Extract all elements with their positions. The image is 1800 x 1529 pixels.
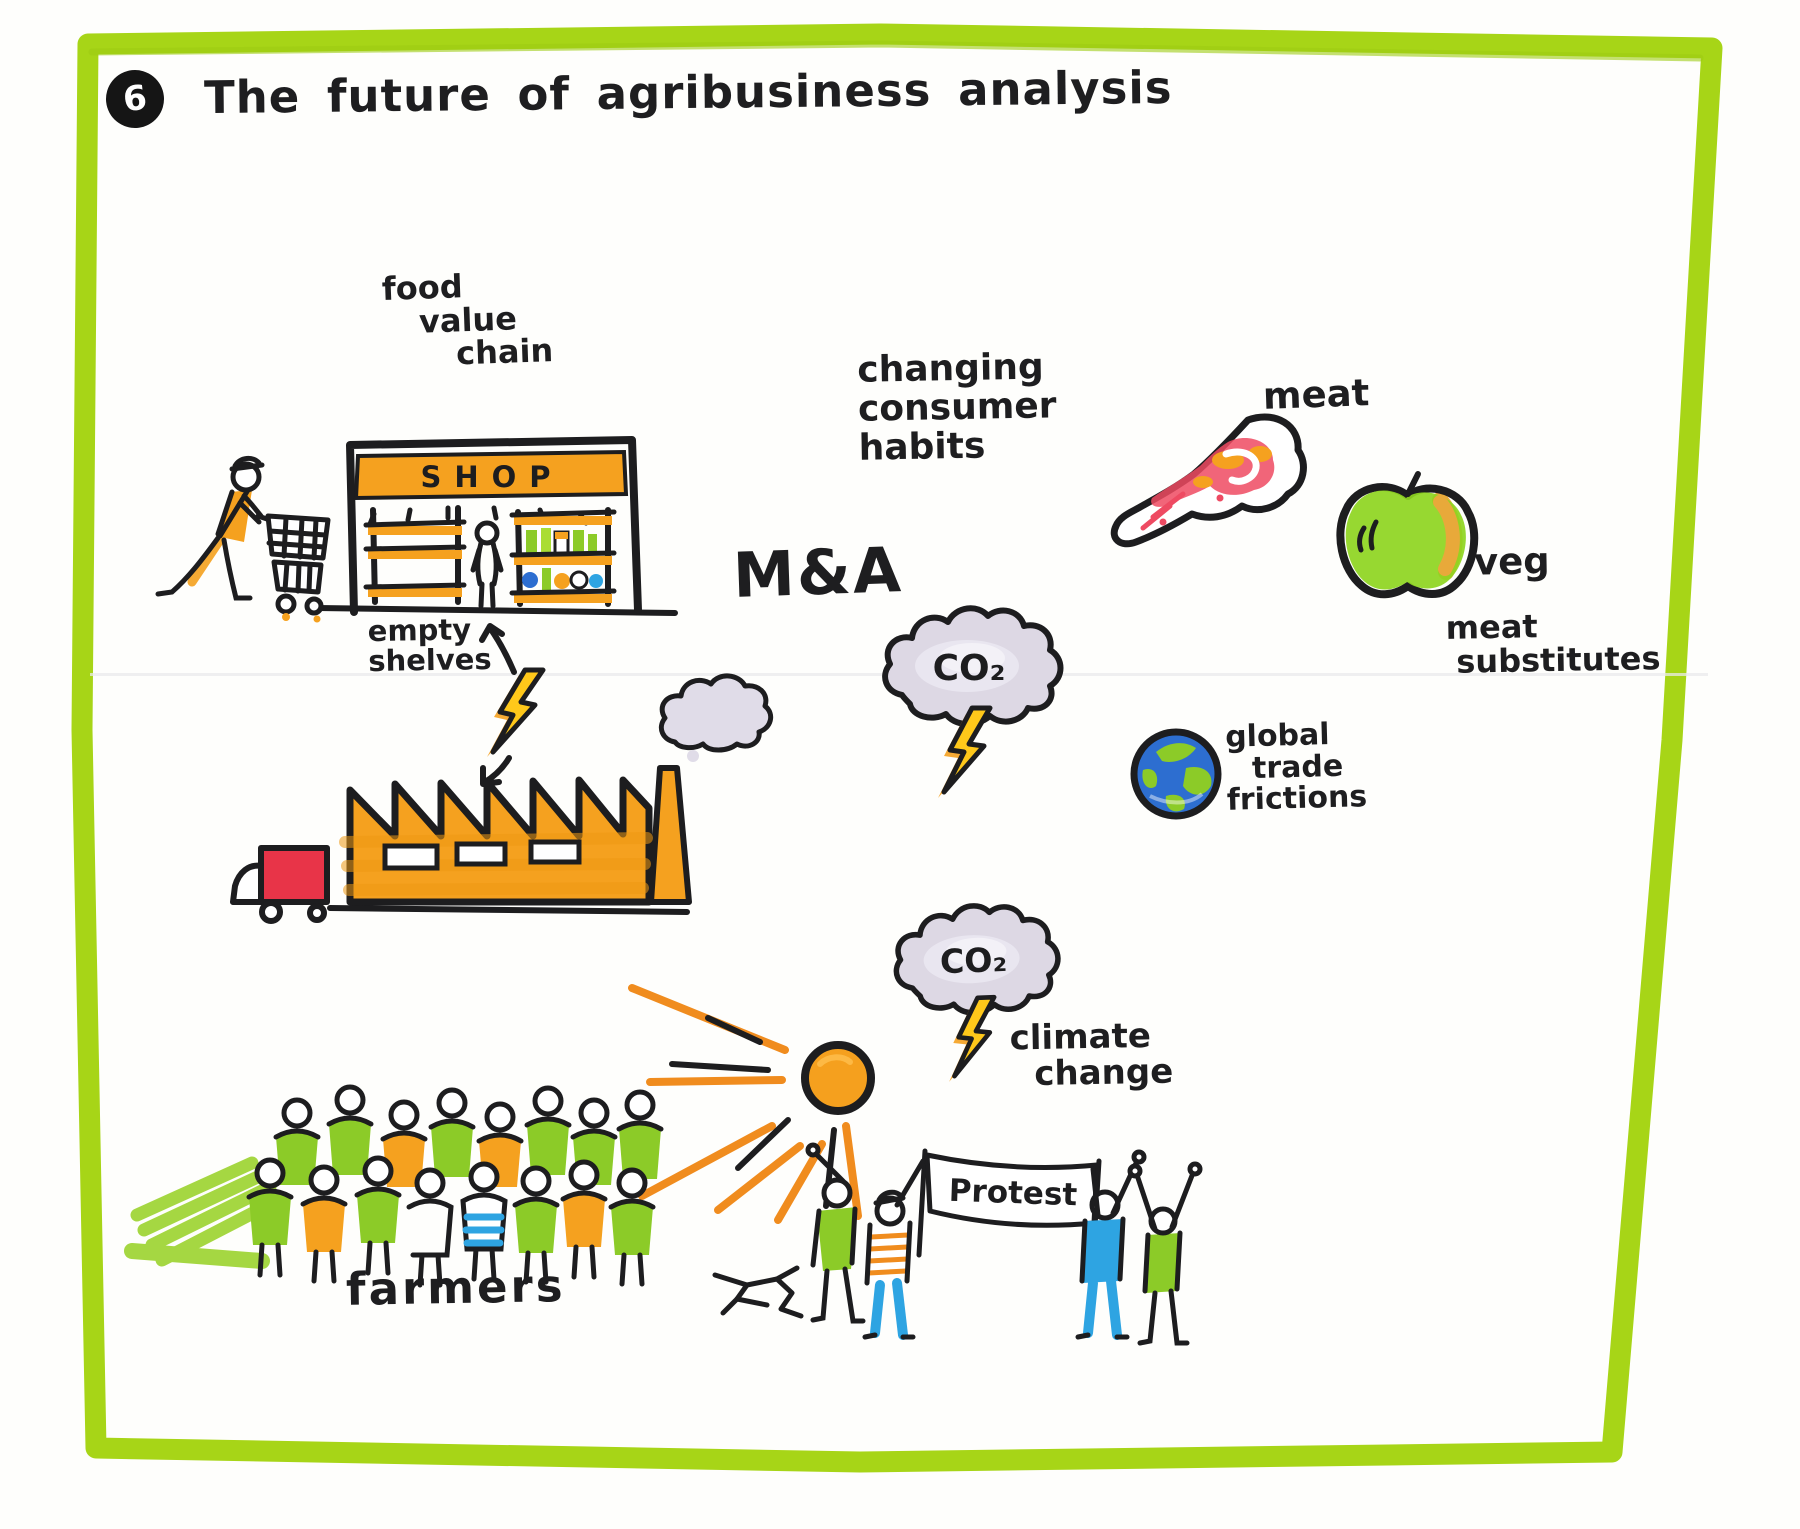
- farmer-figure: [380, 1099, 428, 1187]
- farmers-crowd-icon: [124, 1084, 664, 1288]
- sun-icon: [628, 984, 875, 1224]
- protester-icon: [1127, 1161, 1203, 1346]
- slide-number: 6: [121, 77, 149, 121]
- protest-scene-icon: Protest: [712, 1142, 1203, 1346]
- protester-icon: [1075, 1149, 1147, 1340]
- ma-label: M&A: [731, 533, 904, 612]
- protester-icon: [862, 1158, 926, 1340]
- global-trade-label: global trade frictions: [1224, 717, 1368, 818]
- shopper-icon: [155, 456, 331, 623]
- farmer-figure: [512, 1165, 560, 1285]
- co2-text: CO₂: [939, 940, 1007, 981]
- protester-icon: [805, 1142, 866, 1324]
- page-title: The future of agribusiness analysis: [203, 60, 1173, 125]
- protest-banner: Protest: [916, 1148, 1102, 1263]
- food-value-chain-label: food value chain: [381, 267, 554, 373]
- farmer-figure: [406, 1167, 454, 1288]
- smoke-cloud-icon: [658, 673, 774, 762]
- farmers-label: farmers: [345, 1259, 566, 1316]
- truck-icon: [230, 845, 330, 924]
- lightning-icon: [938, 705, 993, 798]
- farmer-figure: [354, 1155, 402, 1276]
- arrow-up-icon: [479, 623, 517, 675]
- farmer-figure: [428, 1087, 476, 1177]
- farmer-figure: [608, 1167, 656, 1287]
- shop-scene-icon: SHOP: [155, 436, 678, 623]
- co2-cloud-icon: CO₂: [882, 605, 1064, 798]
- farmer-figure: [326, 1084, 374, 1175]
- shopping-cart-icon: [255, 513, 331, 616]
- globe-icon: [1130, 728, 1222, 820]
- protest-banner-text: Protest: [948, 1173, 1078, 1213]
- farmer-figure: [300, 1164, 348, 1284]
- factory-scene-icon: [230, 667, 774, 924]
- farmer-figure: [616, 1089, 664, 1179]
- crack-icon: [712, 1265, 804, 1319]
- meat-icon: [1110, 413, 1307, 548]
- apple-icon: [1336, 471, 1479, 599]
- meat-substitutes-label: meat substitutes: [1445, 607, 1661, 681]
- customer-icon: [470, 520, 504, 609]
- veg-label: veg: [1473, 539, 1551, 584]
- farmer-figure: [524, 1085, 572, 1175]
- lightning-icon: [487, 667, 546, 757]
- meat-label: meat: [1262, 371, 1370, 418]
- chimney-icon: [648, 765, 692, 905]
- co2-text: CO₂: [933, 648, 1006, 689]
- farmer-figure: [273, 1097, 321, 1185]
- farmer-figure: [246, 1157, 294, 1278]
- climate-change-label: climate change: [1009, 1015, 1174, 1094]
- farmer-figure: [460, 1161, 508, 1282]
- shop-sign-text: SHOP: [420, 460, 563, 494]
- consumer-habits-label: changing consumer habits: [856, 346, 1057, 469]
- farmer-figure: [560, 1159, 608, 1280]
- co2-cloud-icon: CO₂: [893, 903, 1061, 1082]
- lightning-icon: [949, 994, 997, 1082]
- field-icon: [124, 1156, 285, 1269]
